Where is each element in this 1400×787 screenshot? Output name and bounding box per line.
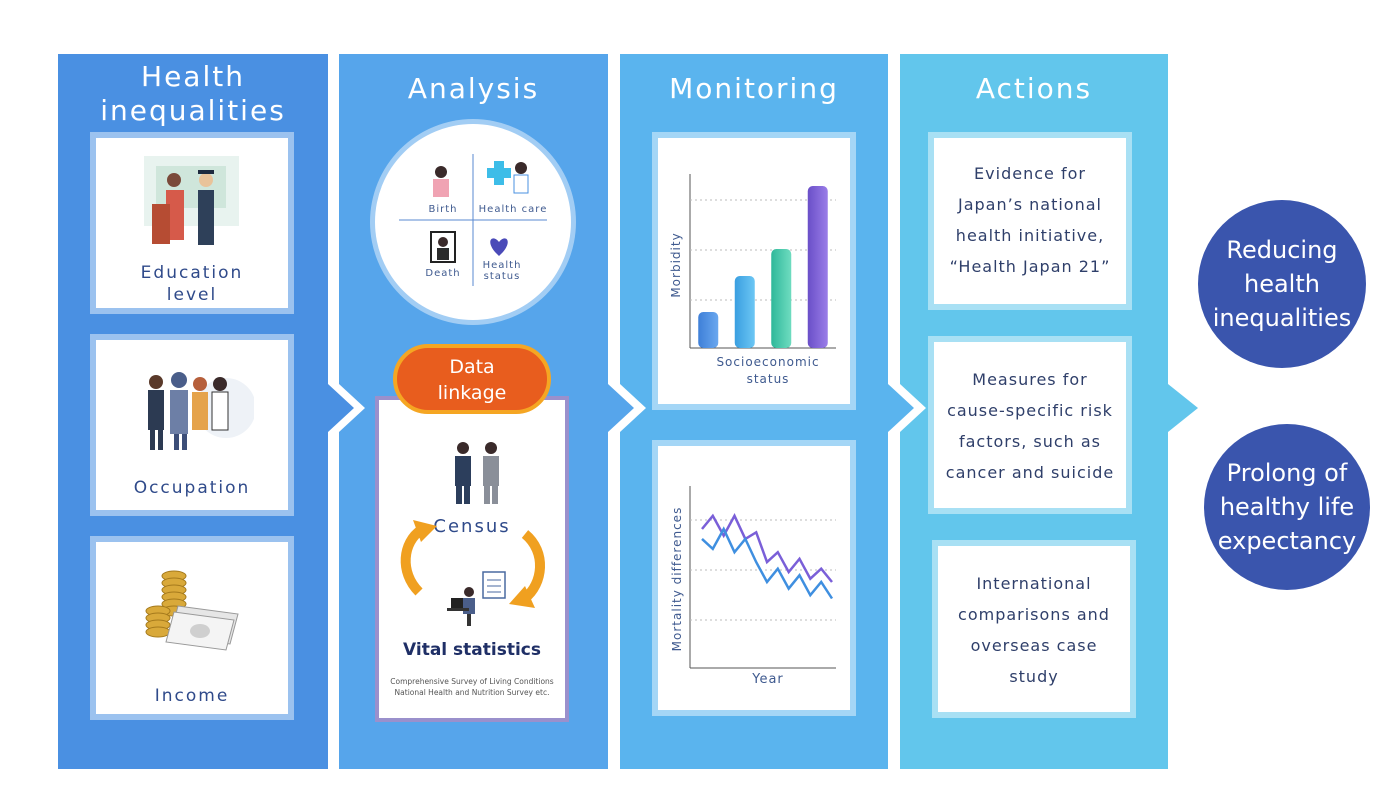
- workers-icon: [134, 368, 254, 463]
- quadrant-birth-label: Birth: [423, 204, 463, 215]
- mortality-series-1: [702, 516, 832, 582]
- surveys-note: Comprehensive Survey of Living Condition…: [379, 676, 565, 698]
- action-international-text: International comparisons and overseas c…: [938, 568, 1130, 692]
- occupation-card: Occupation: [96, 340, 288, 510]
- income-label: Income: [96, 686, 288, 706]
- mortality-chart-card: Mortality differences Year: [658, 446, 850, 710]
- data-linkage-badge: Data linkage: [393, 344, 551, 414]
- graduation-icon: [136, 150, 246, 250]
- quadrant-death-label: Death: [423, 268, 463, 279]
- bar-4: [808, 186, 828, 348]
- money-icon: [138, 566, 248, 666]
- column-actions: Actions Evidence for Japan’s national he…: [900, 54, 1168, 769]
- action-risk-factors-text: Measures for cause-specific risk factors…: [934, 364, 1126, 488]
- occupation-label: Occupation: [96, 478, 288, 498]
- monitoring-title: Monitoring: [620, 72, 888, 106]
- mortality-axis-label: Mortality differences: [670, 494, 684, 664]
- analysis-title: Analysis: [339, 72, 608, 106]
- quadrant-grid: [375, 124, 571, 320]
- mortality-line-chart: [658, 446, 850, 710]
- bar-3: [771, 249, 791, 348]
- health-inequalities-title: Health inequalities: [58, 60, 328, 128]
- vital-statistics-card: Census Vital statistics Comprehensive Su…: [375, 396, 569, 722]
- income-card: Income: [96, 542, 288, 714]
- outcome-healthy-life-expectancy: Prolong of healthy life expectancy: [1204, 424, 1370, 590]
- socioeconomic-axis-label: Socioeconomic status: [698, 354, 838, 388]
- bar-1: [698, 312, 718, 348]
- education-level-label: Education level: [96, 262, 288, 306]
- morbidity-chart-card: Morbidity Socioeconomic status: [658, 138, 850, 404]
- year-axis-label: Year: [698, 672, 838, 687]
- data-sources-circle: Birth Health care Death Health status: [375, 124, 571, 320]
- quadrant-health-status-label: Health status: [477, 260, 527, 282]
- morbidity-axis-label: Morbidity: [669, 225, 683, 305]
- column-health-inequalities: Health inequalities Education level Occu…: [58, 54, 328, 769]
- education-level-card: Education level: [96, 138, 288, 308]
- vital-statistics-label: Vital statistics: [379, 640, 565, 660]
- action-card-international: International comparisons and overseas c…: [938, 546, 1130, 712]
- action-card-risk-factors: Measures for cause-specific risk factors…: [934, 342, 1126, 508]
- bar-2: [735, 276, 755, 348]
- quadrant-health-care-label: Health care: [475, 204, 551, 215]
- column-analysis: Analysis Birth Health care Death Health …: [339, 54, 608, 769]
- action-card-health-japan: Evidence for Japan’s national health ini…: [934, 138, 1126, 304]
- office-worker-icon: [443, 570, 509, 630]
- column-monitoring: Monitoring Morbidity Socioeconomic statu…: [620, 54, 888, 769]
- action-health-japan-text: Evidence for Japan’s national health ini…: [934, 158, 1126, 282]
- actions-title: Actions: [900, 72, 1168, 106]
- outcome-reducing-inequalities: Reducing health inequalities: [1198, 200, 1366, 368]
- census-people-icon: [443, 440, 513, 506]
